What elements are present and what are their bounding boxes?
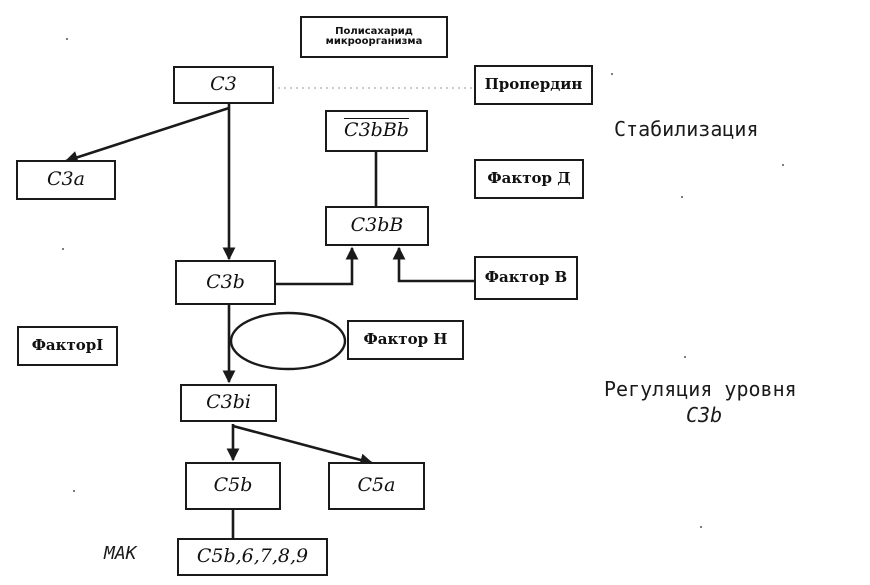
line-c3b-to-c3bb [275, 246, 359, 286]
c3bbb-box: С3bВb [325, 110, 428, 152]
properdin-box: Пропердин [474, 65, 593, 105]
c5a-box: С5а [328, 462, 425, 510]
c5b-box: С5b [185, 462, 281, 510]
scan-speck [62, 248, 64, 250]
scan-speck [611, 73, 613, 75]
c3b-label: С3b [206, 270, 245, 293]
c3bb-box: С3bВ [325, 206, 429, 246]
polysaccharide-line1: Полисахарид [335, 25, 413, 37]
c3a-label: С3а [47, 168, 85, 191]
c5a-label: С5а [357, 474, 396, 497]
factor-h-label: Фактор Н [363, 330, 448, 349]
scan-speck [681, 196, 683, 198]
scan-speck [73, 490, 75, 492]
scan-speck [684, 356, 686, 358]
c3bi-label: С3bi [206, 391, 251, 414]
c3-label: С3 [210, 73, 237, 96]
scan-speck [782, 164, 784, 166]
regulation-label-line2: С3b [686, 403, 723, 427]
factor-h-box: Фактор Н [347, 320, 464, 360]
c3b-box: С3b [175, 260, 276, 305]
mac-complex-box: С5b,6,7,8,9 [177, 538, 328, 576]
factor-d-label: Фактор Д [487, 169, 571, 188]
polysaccharide-line2: микроорганизма [325, 36, 423, 47]
c3a-box: С3а [16, 160, 116, 200]
line-c3-to-c3a [64, 106, 230, 164]
factor-d-box: Фактор Д [474, 159, 584, 199]
factor-i-label: ФакторI [31, 336, 104, 355]
regulation-label-line1: Регуляция уровня [604, 377, 797, 401]
properdin-label: Пропердин [484, 75, 583, 94]
factor-i-box: ФакторI [17, 326, 118, 366]
line-c3bi-to-c5a [232, 424, 374, 467]
mac-complex-label: С5b,6,7,8,9 [196, 545, 309, 568]
mac-label: МАК [104, 543, 137, 564]
factor-b-box: Фактор В [474, 256, 578, 300]
factor-b-label: Фактор В [484, 268, 568, 287]
c5b-label: С5b [213, 474, 253, 497]
c3bbb-label: С3bВb [344, 119, 409, 142]
c3bb-label: С3bВ [350, 214, 404, 237]
scan-speck [66, 38, 68, 40]
factor-h-ellipse [229, 311, 347, 371]
polysaccharide-box: Полисахарид микроорганизма [300, 16, 448, 58]
c3-box: С3 [173, 66, 274, 104]
stabilization-label: Стабилизация [614, 117, 759, 141]
c3bi-box: С3bi [180, 384, 277, 422]
scan-speck [700, 526, 702, 528]
line-factor-b-to-c3bb [392, 246, 475, 283]
